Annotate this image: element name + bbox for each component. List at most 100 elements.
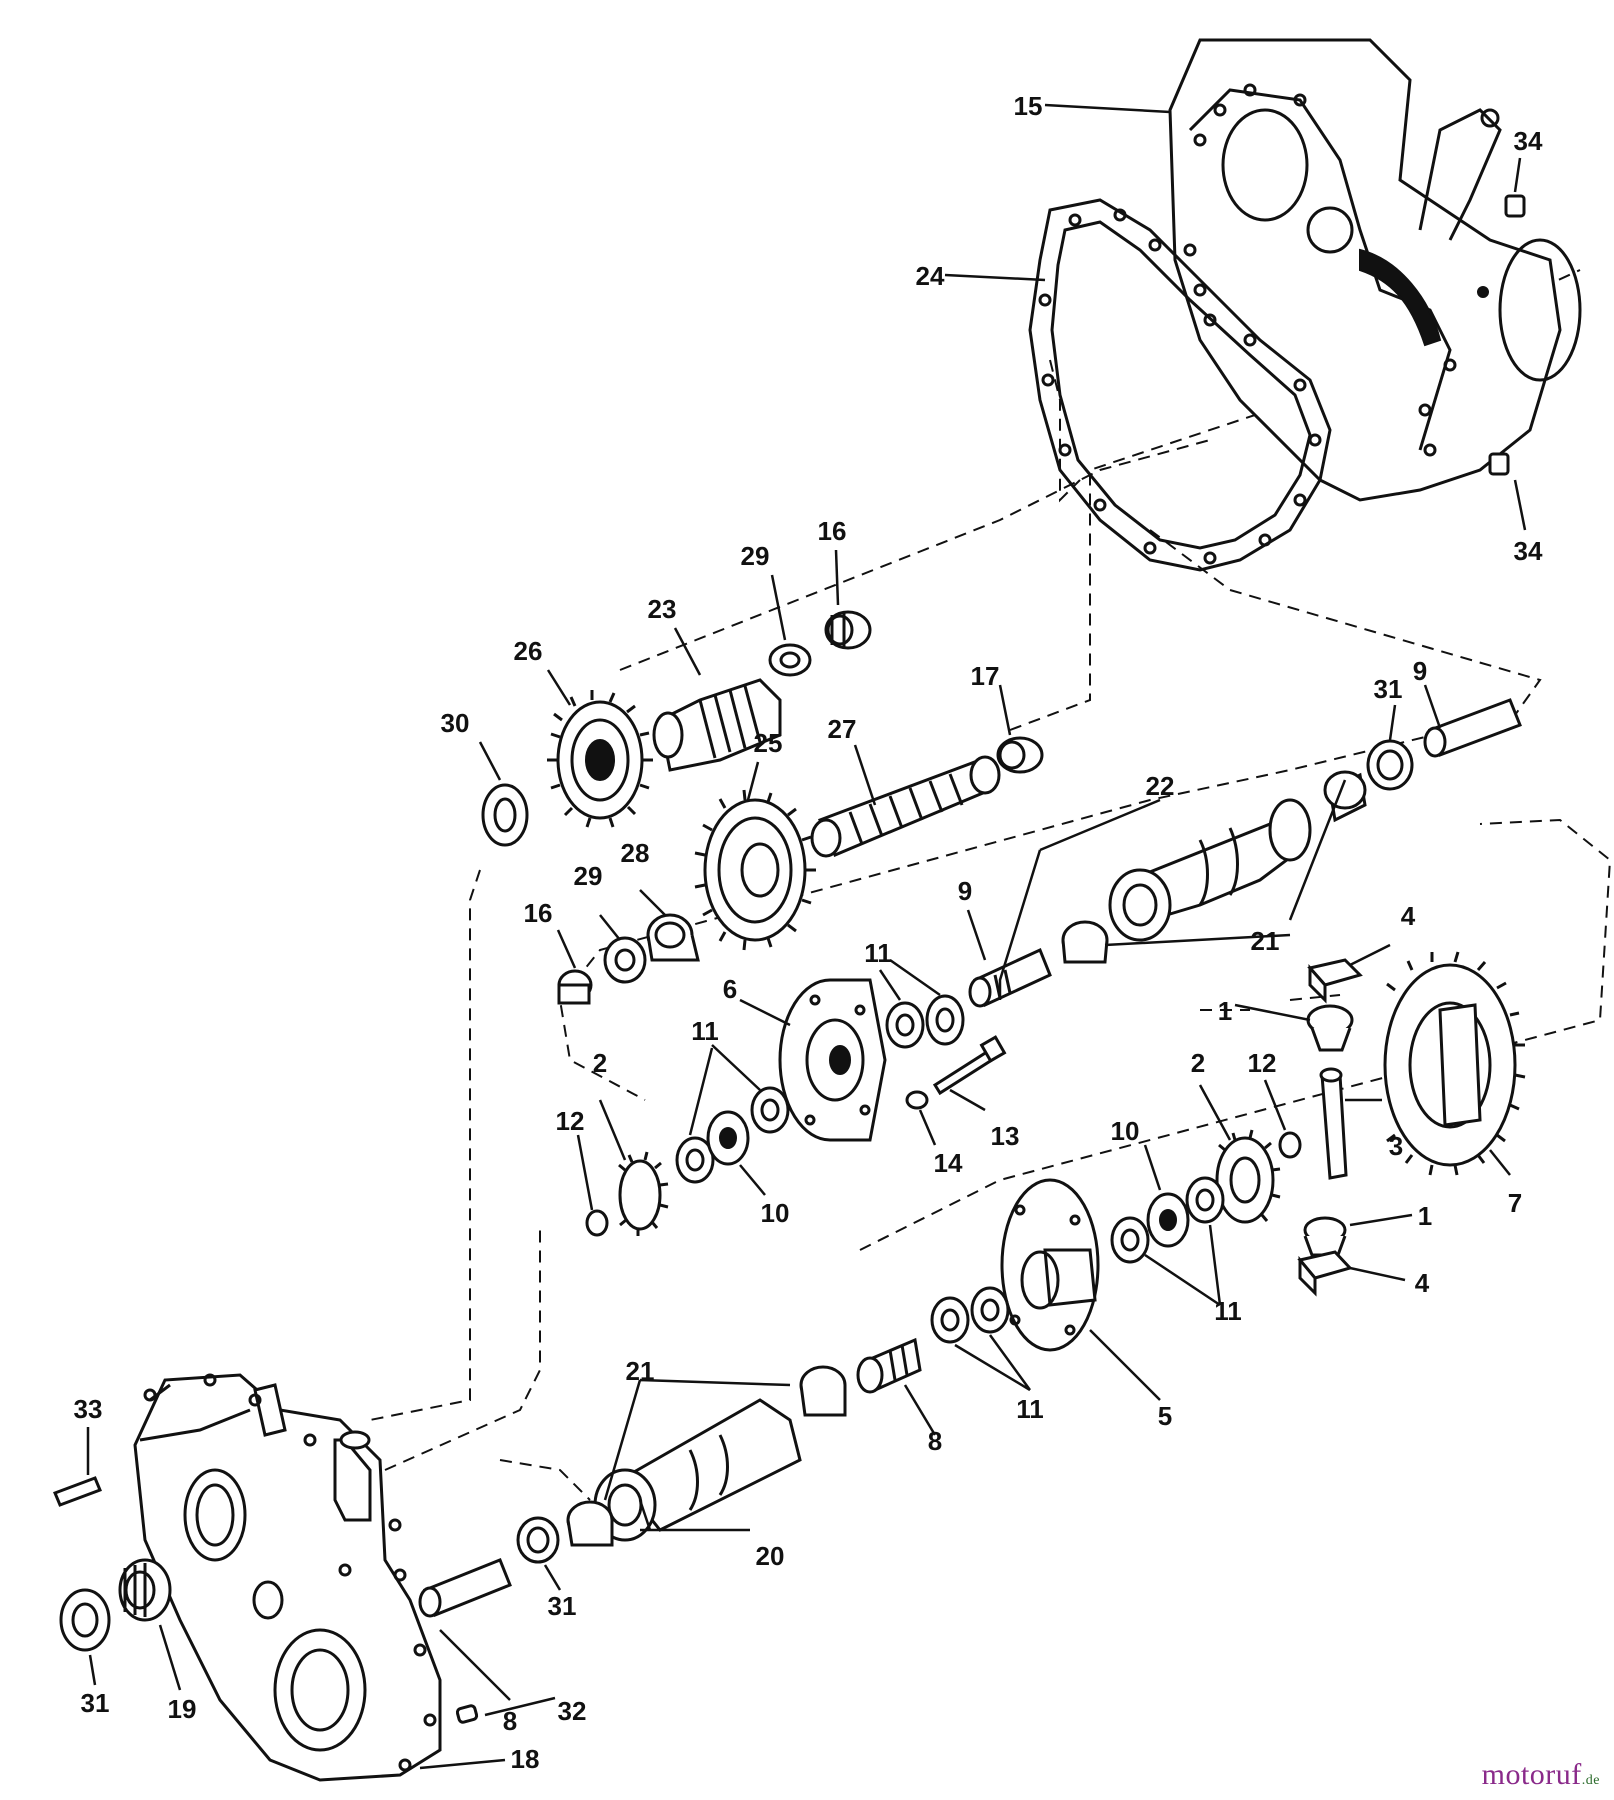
label-29-top: 29 [741, 541, 770, 571]
part-26-sprocket [547, 690, 653, 828]
part-31-seal-lower [516, 1516, 560, 1564]
part-11-washers-lower [930, 1286, 1010, 1344]
part-18-housing-lower [133, 1373, 442, 1782]
part-20-shaft-lower [593, 1398, 802, 1542]
label-4-upper: 4 [1401, 901, 1416, 931]
label-27: 27 [828, 714, 857, 744]
label-10-left: 10 [761, 1198, 790, 1228]
part-34-fittings [1488, 194, 1526, 476]
label-11-lower: 11 [1016, 1394, 1044, 1424]
part-2-gear-right [1215, 1129, 1281, 1224]
part-4-block-lower [1297, 1250, 1353, 1297]
label-19: 19 [168, 1694, 197, 1724]
label-9-middle: 9 [958, 876, 972, 906]
part-29-washer-upper [768, 643, 812, 677]
callouts: 15 34 24 34 16 29 23 26 30 17 27 25 9 31… [74, 91, 1543, 1774]
label-30: 30 [441, 708, 470, 738]
part-1-pinion-lower [1303, 1216, 1347, 1257]
part-21-bushing-lower-b [566, 1500, 614, 1547]
part-9-pin-upper [1423, 698, 1522, 758]
label-16-top: 16 [818, 516, 847, 546]
label-7: 7 [1508, 1188, 1522, 1218]
label-21-lower: 21 [626, 1356, 655, 1386]
part-5-hub [1000, 1178, 1100, 1352]
label-9-top: 9 [1413, 656, 1427, 686]
part-25-gear [694, 789, 816, 951]
label-21-upper: 21 [1251, 926, 1280, 956]
label-6: 6 [723, 974, 737, 1004]
label-20: 20 [756, 1541, 785, 1571]
label-31-left: 31 [81, 1688, 110, 1718]
part-15-housing-upper [1168, 38, 1582, 502]
part-27-splined-shaft [810, 755, 1001, 858]
label-32: 32 [558, 1696, 587, 1726]
watermark-logo: motoruf.de [1482, 1758, 1600, 1792]
label-8-right: 8 [928, 1426, 942, 1456]
part-24-gasket [1028, 198, 1332, 572]
part-29-washer-middle [603, 936, 647, 984]
label-13: 13 [991, 1121, 1020, 1151]
label-23: 23 [648, 594, 677, 624]
label-24: 24 [916, 261, 945, 291]
label-29-middle: 29 [574, 861, 603, 891]
part-7-ring-gear [1383, 951, 1526, 1176]
part-16-bearing-upper [824, 610, 872, 650]
label-2-left: 2 [593, 1048, 607, 1078]
label-12-left: 12 [556, 1106, 585, 1136]
label-22: 22 [1146, 771, 1175, 801]
label-11-right: 11 [1214, 1296, 1242, 1326]
part-21-bushing-upper-a [1323, 770, 1367, 823]
part-11-washer-left [675, 1086, 790, 1184]
part-8-pin-lower [418, 1558, 512, 1618]
label-4-lower: 4 [1415, 1268, 1430, 1298]
part-30-washer [481, 783, 529, 847]
part-10-bearing-left [706, 1110, 750, 1166]
label-33: 33 [74, 1394, 103, 1424]
label-34-top: 34 [1514, 126, 1543, 156]
label-34-bottom: 34 [1514, 536, 1543, 566]
part-10-bearing-right [1146, 1192, 1190, 1248]
part-4-block-upper [1307, 958, 1363, 1004]
part-21-bushing-lower-a [799, 1365, 847, 1417]
label-1-upper: 1 [1218, 996, 1232, 1026]
part-8-stub-shaft [856, 1337, 922, 1394]
part-9-pin-middle [968, 947, 1052, 1008]
label-11-left: 11 [691, 1016, 719, 1046]
part-16-plug [557, 969, 593, 1005]
part-11-washers-right [1110, 1176, 1225, 1264]
part-12-ring-right [1278, 1131, 1302, 1159]
leader-lines [86, 103, 1527, 1770]
part-21-bushing-upper-b [1061, 920, 1109, 964]
part-23-pinion-shaft [652, 678, 782, 772]
part-14-washer [905, 1090, 929, 1110]
label-28: 28 [621, 838, 650, 868]
part-33-bolt [53, 1476, 102, 1507]
label-15: 15 [1014, 91, 1043, 121]
part-19-needle-bearing [118, 1558, 172, 1622]
label-14: 14 [934, 1148, 963, 1178]
label-18: 18 [511, 1744, 540, 1774]
alignment-lines [369, 269, 1612, 1501]
label-3: 3 [1389, 1131, 1403, 1161]
label-17: 17 [971, 661, 1000, 691]
label-31-lower: 31 [548, 1591, 577, 1621]
part-31-seal-left [59, 1588, 111, 1652]
part-22-shaft-upper [1108, 798, 1312, 942]
part-13-bolt [932, 1035, 1007, 1096]
label-2-right: 2 [1191, 1048, 1205, 1078]
part-12-ring-left [585, 1209, 609, 1237]
label-26: 26 [514, 636, 543, 666]
part-2-gear-left [618, 1151, 669, 1236]
part-11-washers-upper [885, 994, 965, 1049]
label-16-middle: 16 [524, 898, 553, 928]
part-1-pinion-upper [1306, 1004, 1354, 1052]
label-31-top: 31 [1374, 674, 1403, 704]
label-1-lower: 1 [1418, 1201, 1432, 1231]
label-11-upper: 11 [864, 938, 892, 968]
label-12-right: 12 [1248, 1048, 1277, 1078]
label-10-right: 10 [1111, 1116, 1140, 1146]
watermark-tld: .de [1581, 1773, 1600, 1788]
part-31-seal-upper [1366, 739, 1414, 791]
part-6-carrier [778, 978, 887, 1142]
